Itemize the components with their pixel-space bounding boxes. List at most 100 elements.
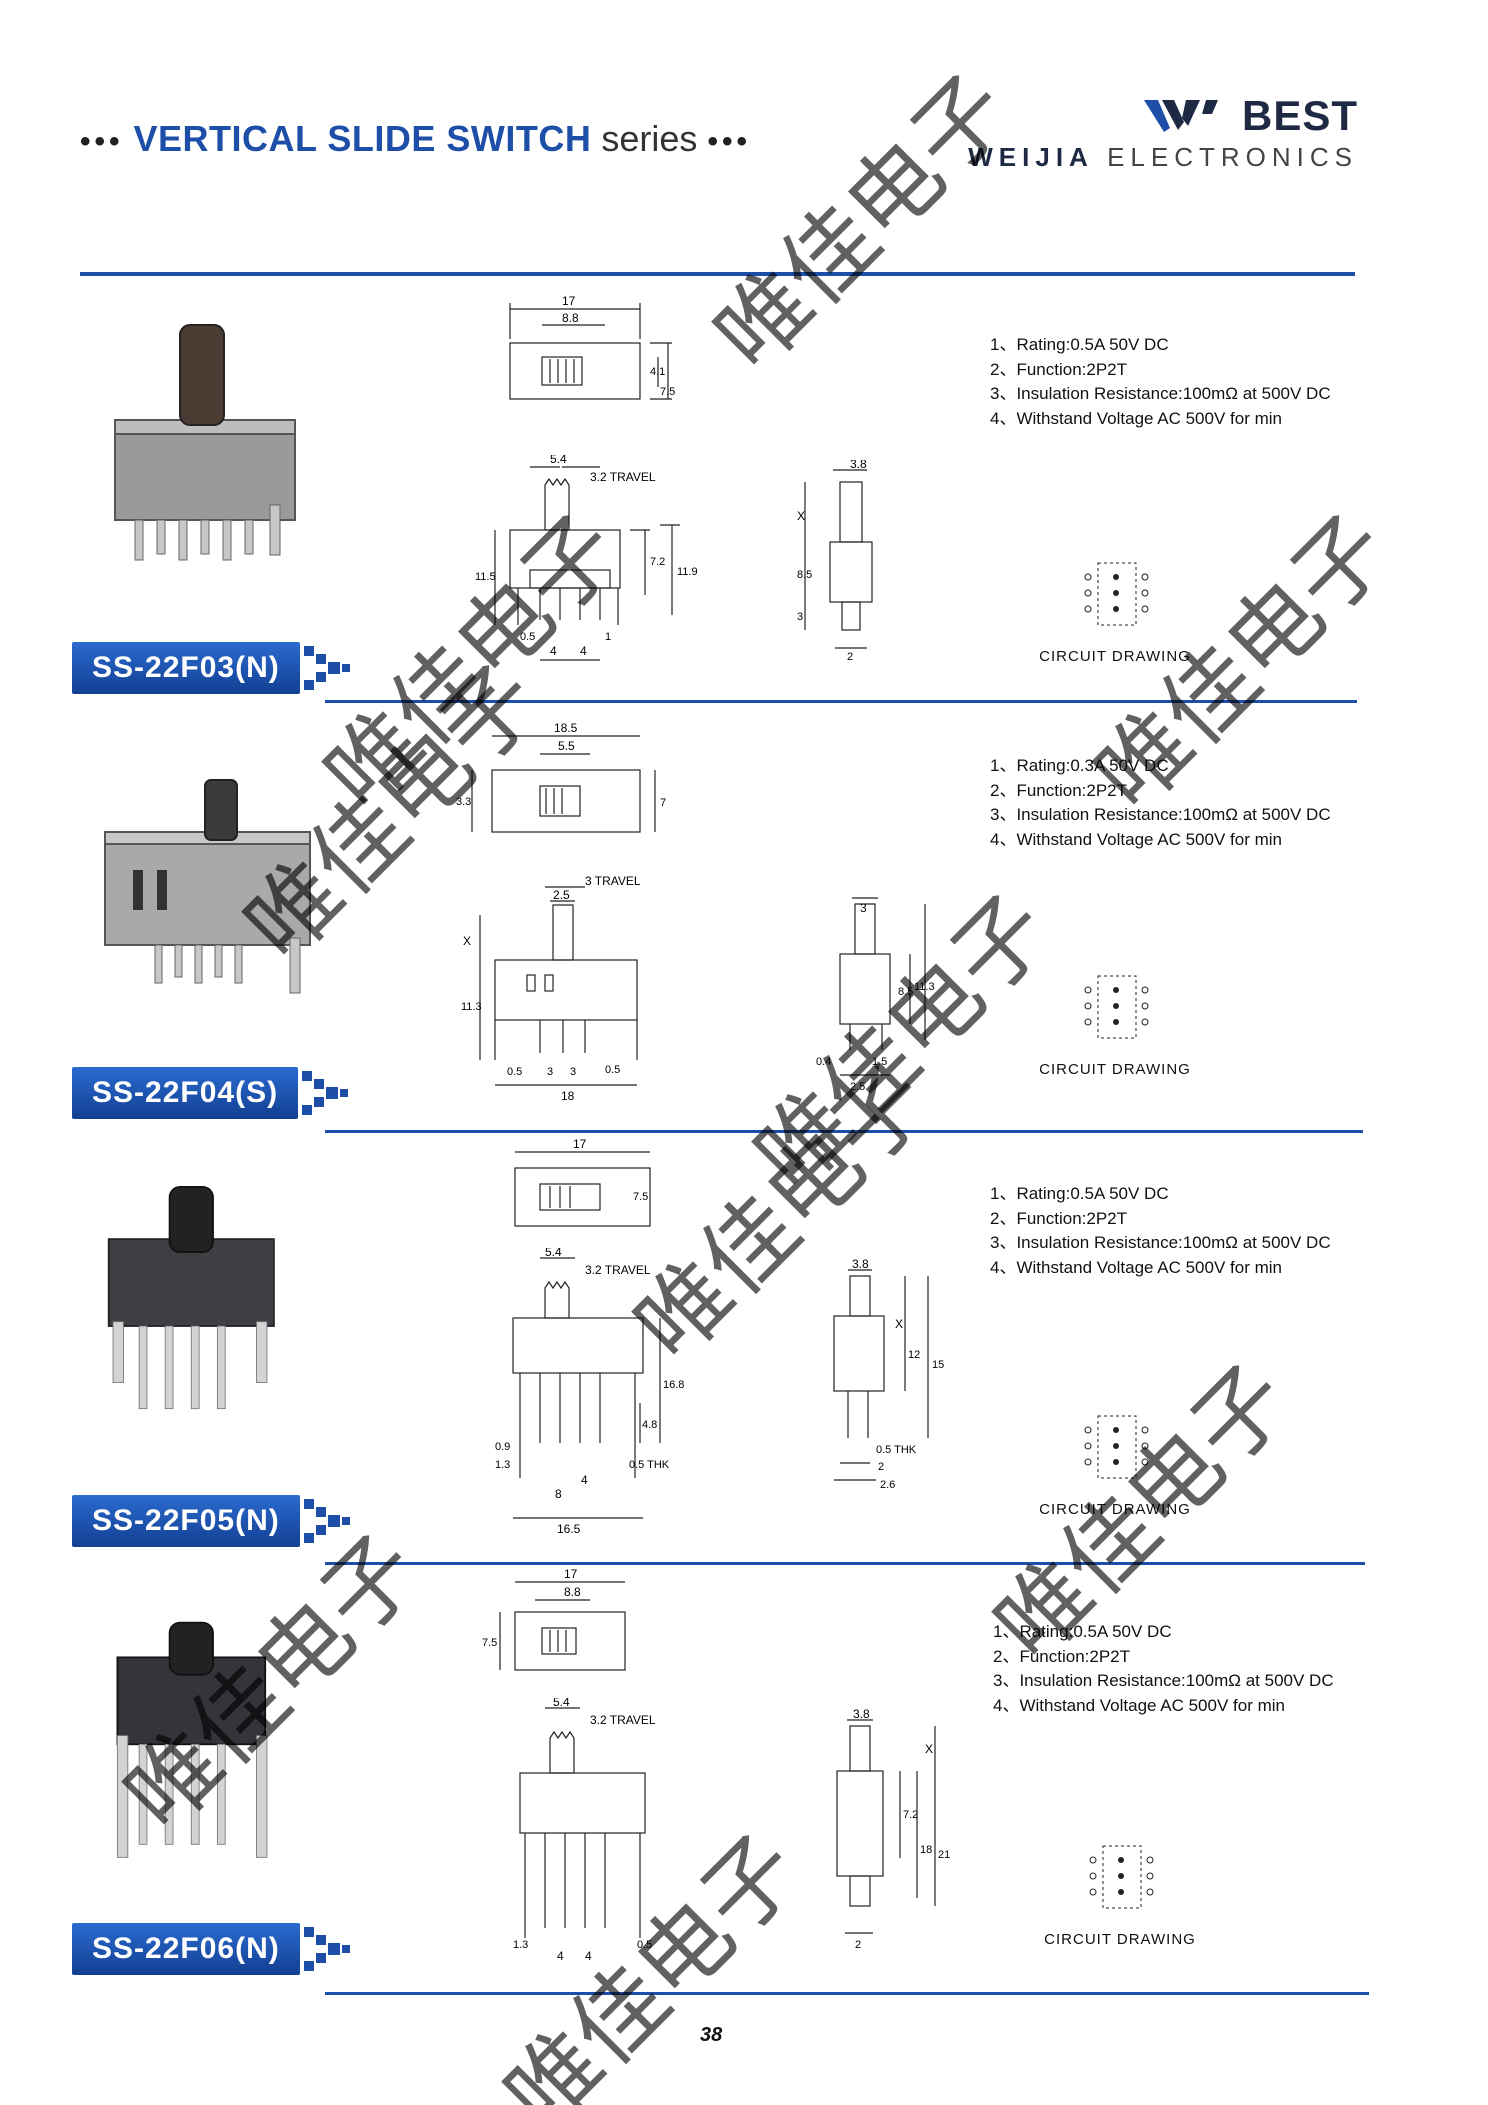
circuit-drawing-label: CIRCUIT DRAWING [1039, 1501, 1191, 1518]
dim-side-x-4: X [925, 1742, 933, 1756]
dim-side-pin-1: 2 [847, 651, 853, 660]
model-badge-2: SS-22F04(S) [72, 1067, 352, 1119]
pixel-arrow-icon [302, 1071, 349, 1115]
brand-sub: ELECTRONICS [1107, 142, 1358, 172]
spec-list-2: 1、Rating:0.3A 50V DC 2、Function:2P2T 3、I… [990, 754, 1331, 852]
brand-sub-bold: WEIJIA [968, 142, 1094, 172]
spec-item: 4、Withstand Voltage AC 500V for min [990, 408, 1282, 428]
spec-item: 3、Insulation Resistance:100mΩ at 500V DC [993, 1671, 1334, 1690]
model-badge-1: SS-22F03(N) [72, 642, 354, 694]
dim-front-w2-2: 18 [561, 1089, 575, 1103]
circuit-drawing-label: CIRCUIT DRAWING [1044, 1931, 1196, 1948]
front-view-drawing-4: 5.4 3.2 TRAVEL 1.3 0.5 4 4 [513, 1698, 656, 1963]
dim-front-h1-1: 11.5 [475, 571, 496, 583]
dim-side-h3-4: 21 [938, 1849, 950, 1861]
model-badge-4: SS-22F06(N) [72, 1923, 354, 1975]
spec-item: 4、Withstand Voltage AC 500V for min [993, 1695, 1285, 1715]
model-name: SS-22F05(N) [72, 1495, 300, 1547]
dim-top-w-1: 17 [562, 295, 576, 308]
dim-front-b1-1: 0.5 [520, 631, 535, 643]
spec-list-3: 1、Rating:0.5A 50V DC 2、Function:2P2T 3、I… [990, 1182, 1331, 1280]
dim-front-p1-2: 3 [547, 1066, 553, 1078]
dim-top-h2-1: 7.5 [660, 386, 675, 398]
spec-item: 3、Insulation Resistance:100mΩ at 500V DC [990, 384, 1331, 403]
title-light: series [601, 118, 698, 159]
spec-item: 2、Function:2P2T [990, 1208, 1128, 1228]
dim-side-pin-4: 2 [855, 1939, 861, 1951]
dim-front-h1-3: 16.8 [663, 1379, 684, 1391]
title-dots-left: ••• [80, 125, 124, 158]
circuit-drawing-4: CIRCUIT DRAWING [1035, 1838, 1205, 1948]
pixel-arrow-icon [303, 646, 350, 690]
dim-front-b1-2: 0.5 [507, 1066, 522, 1078]
circuit-drawing-3: CIRCUIT DRAWING [1030, 1408, 1200, 1518]
model-badge-3: SS-22F05(N) [72, 1495, 354, 1547]
section-rule-2 [325, 1130, 1363, 1133]
section-rule-4 [325, 1992, 1369, 1995]
dim-front-travel-3: 3.2 TRAVEL [585, 1263, 651, 1277]
dim-side-h2-3: 15 [932, 1359, 944, 1371]
dim-front-b2-1: 1 [605, 631, 611, 643]
spec-item: 2、Function:2P2T [990, 359, 1128, 379]
dim-side-x-1: X [797, 509, 805, 523]
dim-top-inner-1: 8.8 [562, 311, 579, 325]
model-name: SS-22F04(S) [72, 1067, 299, 1119]
dim-top-inner-2: 5.5 [558, 739, 575, 753]
dim-front-p2-4: 4 [585, 1949, 592, 1963]
pixel-arrow-icon [303, 1927, 350, 1971]
header-rule [80, 272, 1355, 276]
series-title: ••• VERTICAL SLIDE SWITCH series ••• [80, 118, 751, 160]
dim-front-h2-3: 4.8 [642, 1419, 657, 1431]
spec-list-4: 1、Rating:0.5A 50V DC 2、Function:2P2T 3、I… [993, 1620, 1334, 1718]
front-view-drawing-2: 3 TRAVEL 2.5 X 11.3 0.5 0.5 3 3 18 [461, 875, 641, 1103]
dim-top-h1-2: 3.3 [456, 796, 471, 808]
dim-side-h1-2: 8.5 [898, 986, 913, 998]
dim-front-p2-2: 3 [570, 1066, 576, 1078]
product-photo-4 [116, 1621, 268, 1858]
dim-side-h2-2: 11.3 [914, 981, 935, 993]
dim-side-h-1: 8.5 [797, 569, 812, 581]
dim-front-w1-4: 5.4 [553, 1698, 570, 1709]
dim-front-travel-4: 3.2 TRAVEL [590, 1713, 656, 1727]
dim-front-w1-3: 5.4 [545, 1248, 562, 1259]
dim-front-p1-1: 4 [550, 644, 557, 658]
circuit-symbol-icon [1084, 562, 1149, 626]
product-section-3: 17 7.5 5.4 3.2 TRAVEL 16.8 4.8 0.9 1.3 0… [0, 1138, 1488, 1558]
product-photo-1 [114, 324, 296, 561]
dim-side-w-4: 3.8 [853, 1708, 870, 1721]
circuit-symbol-icon [1084, 975, 1149, 1039]
brand-mark-icon [1143, 100, 1218, 132]
model-name: SS-22F06(N) [72, 1923, 300, 1975]
side-view-drawing-1: 3.8 X 8.5 3 2 [797, 460, 873, 660]
pixel-arrow-icon [303, 1499, 350, 1543]
product-section-1: 17 8.8 4.1 7.5 5.4 3.2 TRAVEL 11.5 7.2 1… [0, 285, 1488, 705]
spec-list-1: 1、Rating:0.5A 50V DC 2、Function:2P2T 3、I… [990, 333, 1331, 431]
dim-front-p1-3: 4 [581, 1473, 588, 1487]
dim-side-b-1: 3 [797, 611, 803, 623]
dim-front-thk-3: 0.5 THK [629, 1459, 670, 1471]
dim-top-h-4: 7.5 [482, 1637, 497, 1649]
spec-item: 4、Withstand Voltage AC 500V for min [990, 1257, 1282, 1277]
circuit-drawing-label: CIRCUIT DRAWING [1039, 648, 1191, 665]
dim-front-b1-4: 1.3 [513, 1939, 528, 1951]
circuit-symbol-icon [1084, 1415, 1149, 1479]
circuit-drawing-label: CIRCUIT DRAWING [1039, 1061, 1191, 1078]
top-view-drawing-1: 17 8.8 4.1 7.5 [509, 295, 675, 400]
dim-front-h3-1: 11.9 [677, 566, 698, 578]
section-rule-3 [325, 1562, 1365, 1565]
dim-side-h1-3: 12 [908, 1349, 920, 1361]
spec-item: 3、Insulation Resistance:100mΩ at 500V DC [990, 1233, 1331, 1252]
dim-top-h1-1: 4.1 [650, 366, 665, 378]
spec-item: 1、Rating:0.3A 50V DC [990, 756, 1169, 775]
dim-front-h2-1: 7.2 [650, 556, 665, 568]
spec-item: 1、Rating:0.5A 50V DC [990, 1184, 1169, 1203]
dim-side-b2-3: 2.6 [880, 1479, 895, 1491]
dim-top-w-2: 18.5 [554, 721, 578, 735]
dim-front-w2-3: 16.5 [557, 1522, 581, 1536]
side-view-drawing-2: 3 8.5 11.3 0.4 1.5 2.5 [816, 897, 935, 1093]
dim-side-h1-4: 7.2 [903, 1809, 918, 1821]
dim-front-p2-3: 8 [555, 1487, 562, 1501]
dim-front-h1-2: 11.3 [461, 1001, 482, 1013]
page-number: 38 [700, 2024, 723, 2046]
